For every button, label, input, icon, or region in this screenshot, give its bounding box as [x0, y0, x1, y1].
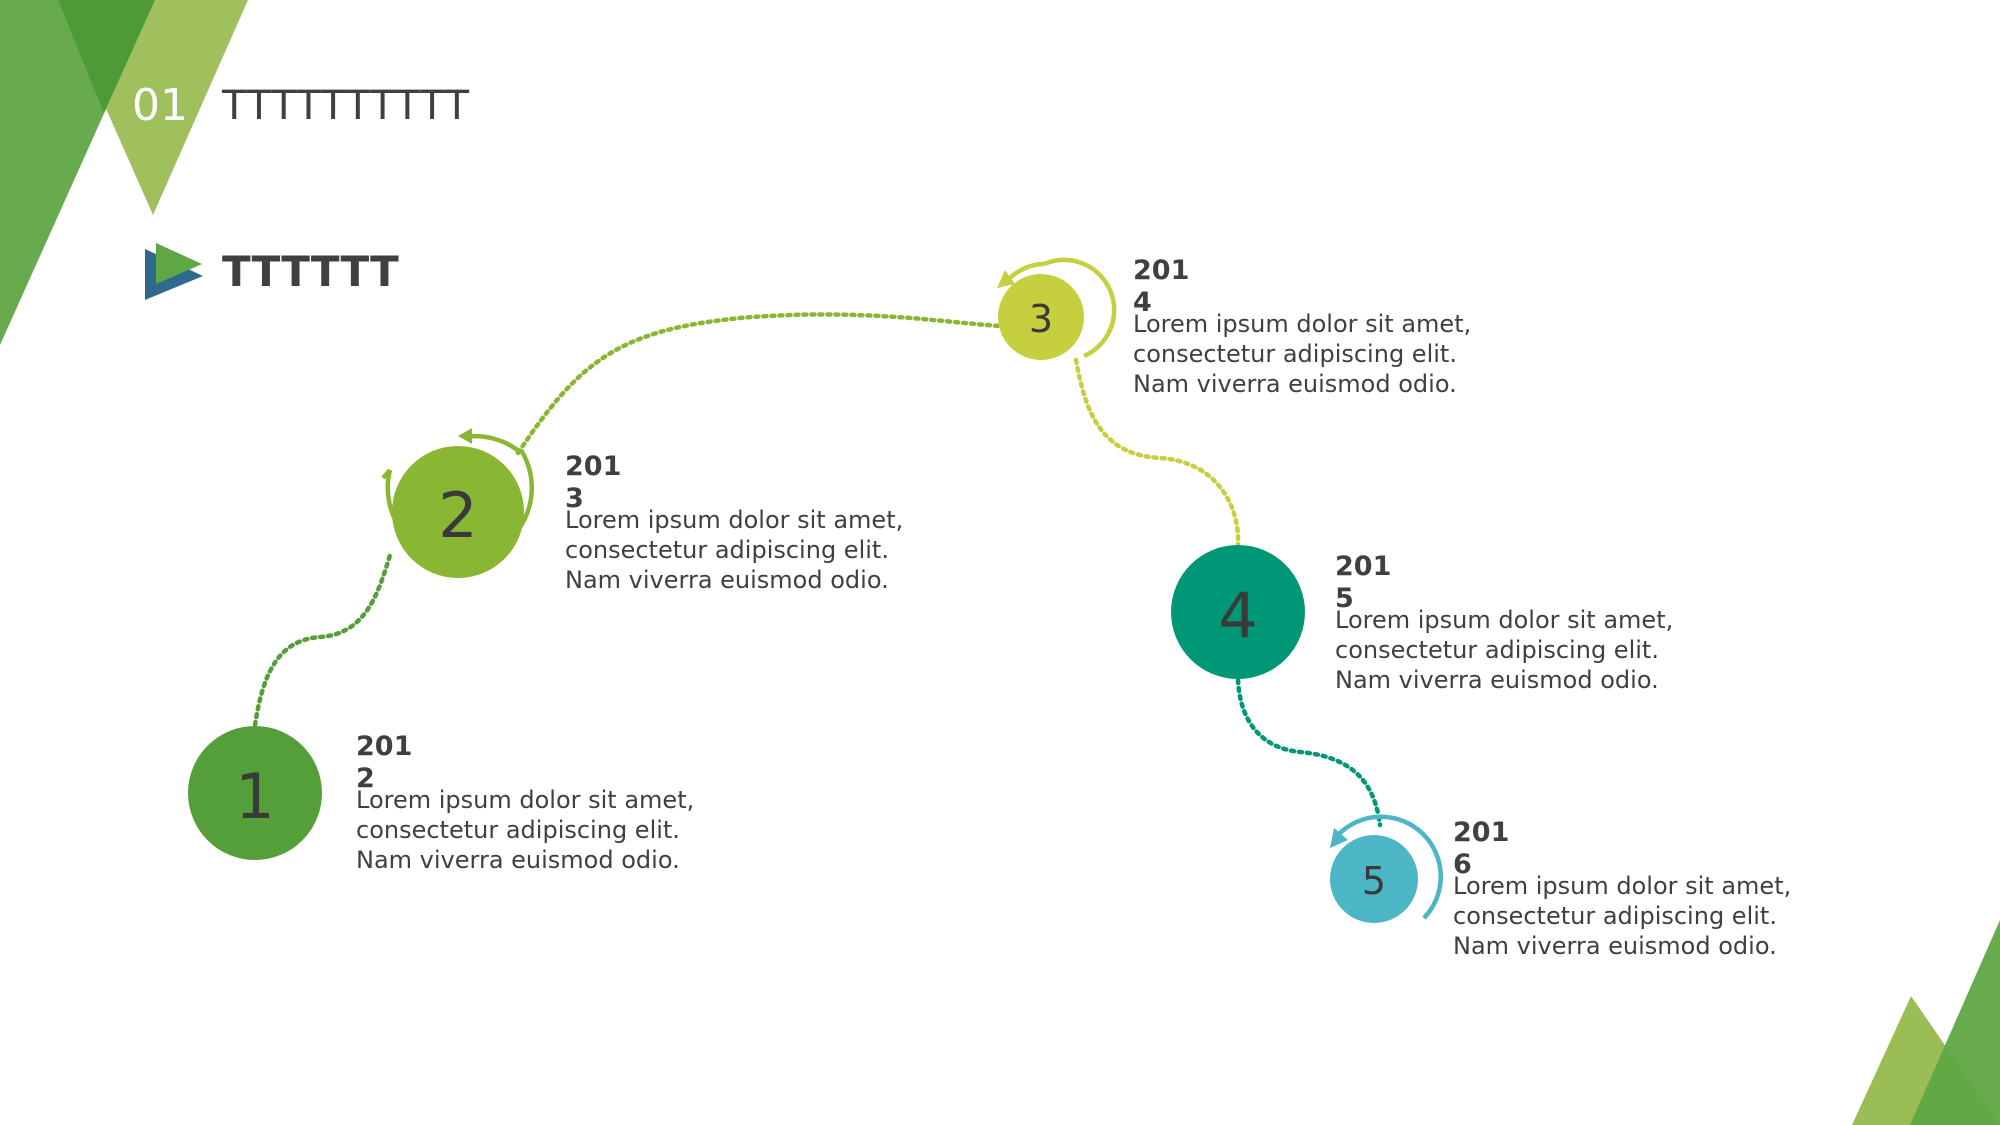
step-5-circle [1330, 835, 1418, 923]
step-3-description: Lorem ipsum dolor sit amet, consectetur … [1133, 309, 1553, 399]
connector-3-4 [1073, 357, 1241, 548]
step-3-arrow-icon [997, 270, 1015, 288]
bottom-right-dark-triangle [1910, 920, 2000, 1125]
step-3-line-3: Nam viverra euismod odio. [1133, 370, 1457, 398]
step-4-description: Lorem ipsum dolor sit amet, consectetur … [1335, 605, 1755, 695]
connector-4-5 [1235, 677, 1383, 828]
step-3-number: 3 [1028, 297, 1054, 341]
step-2-description: Lorem ipsum dolor sit amet, consectetur … [565, 505, 985, 595]
step-2-line-2: consectetur adipiscing elit. [565, 536, 889, 564]
step-4-line-3: Nam viverra euismod odio. [1335, 666, 1659, 694]
step-4-year: 2015 [1335, 551, 1392, 614]
step-3-ring [1043, 257, 1117, 359]
step-5-number: 5 [1361, 859, 1387, 903]
step-1-line-2: consectetur adipiscing elit. [356, 816, 680, 844]
header-number: 01 [132, 80, 188, 131]
step-3-line-1: Lorem ipsum dolor sit amet, [1133, 310, 1472, 338]
step-5-line-3: Nam viverra euismod odio. [1453, 932, 1777, 960]
step-5-line-1: Lorem ipsum dolor sit amet, [1453, 872, 1792, 900]
connector-2-3 [515, 312, 1003, 456]
step-4-line-1: Lorem ipsum dolor sit amet, [1335, 606, 1674, 634]
step-3-circle [998, 274, 1084, 360]
step-2-circle [392, 446, 524, 578]
top-left-overlap-triangle [58, 0, 155, 113]
step-1-description: Lorem ipsum dolor sit amet, consectetur … [356, 785, 776, 875]
header-title: TTTTTTTTTT [222, 83, 471, 129]
step-4-circle [1171, 545, 1305, 679]
step-1-circle [188, 726, 322, 860]
connector-1-2 [252, 552, 393, 728]
step-5-ring [1336, 814, 1443, 920]
step-5-line-2: consectetur adipiscing elit. [1453, 902, 1777, 930]
step-4-line-2: consectetur adipiscing elit. [1335, 636, 1659, 664]
play-icon [145, 243, 203, 300]
section-title: TTTTTT [222, 247, 399, 296]
step-5-description: Lorem ipsum dolor sit amet, consectetur … [1453, 871, 1873, 961]
step-3-year: 2014 [1133, 255, 1190, 318]
step-5-year: 2016 [1453, 817, 1510, 880]
step-3-line-2: consectetur adipiscing elit. [1133, 340, 1457, 368]
step-4-number: 4 [1218, 579, 1258, 652]
step-1-year: 2012 [356, 731, 413, 794]
step-2-line-3: Nam viverra euismod odio. [565, 566, 889, 594]
step-1-line-1: Lorem ipsum dolor sit amet, [356, 786, 695, 814]
step-1-number: 1 [235, 760, 275, 833]
step-5-arrow-icon [1330, 828, 1348, 848]
step-1-line-3: Nam viverra euismod odio. [356, 846, 680, 874]
step-2-number: 2 [438, 479, 478, 552]
step-2-line-1: Lorem ipsum dolor sit amet, [565, 506, 904, 534]
step-2-arrow-icon [458, 428, 472, 444]
step-2-year: 2013 [565, 451, 622, 514]
